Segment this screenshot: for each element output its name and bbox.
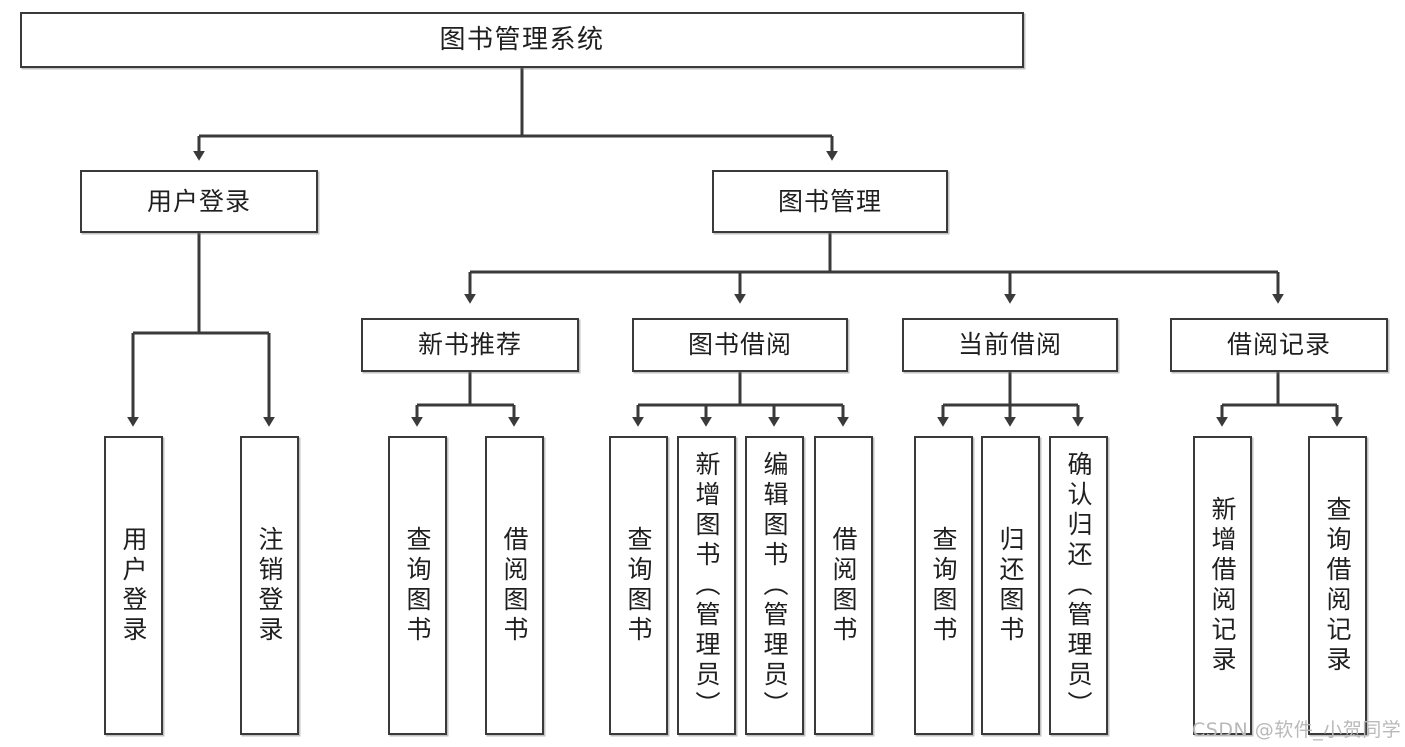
node-label: 新增图书（管理员） — [692, 450, 721, 721]
node-book-management[interactable]: 图书管理 — [712, 170, 948, 233]
node-label: 注销登录 — [255, 525, 284, 646]
node-label: 查询图书 — [929, 525, 958, 646]
node-new-book-recommend[interactable]: 新书推荐 — [361, 318, 579, 372]
node-user-login[interactable]: 用户登录 — [80, 170, 318, 233]
node-leaf-borrow-book-2[interactable]: 借阅图书 — [814, 436, 873, 735]
node-label: 借阅图书 — [500, 525, 529, 646]
node-current-borrow[interactable]: 当前借阅 — [902, 318, 1118, 372]
node-leaf-query-book-1[interactable]: 查询图书 — [388, 436, 447, 735]
node-label: 新增借阅记录 — [1208, 495, 1237, 676]
node-leaf-confirm-return[interactable]: 确认归还（管理员） — [1049, 436, 1108, 735]
node-label: 新书推荐 — [417, 330, 522, 360]
node-label: 图书借阅 — [687, 330, 792, 360]
node-label: 用户登录 — [146, 186, 251, 216]
node-leaf-add-book[interactable]: 新增图书（管理员） — [677, 436, 736, 735]
node-label: 查询图书 — [403, 525, 432, 646]
node-label: 编辑图书（管理员） — [760, 450, 789, 721]
node-label: 查询图书 — [624, 525, 653, 646]
node-leaf-borrow-book-1[interactable]: 借阅图书 — [485, 436, 544, 735]
node-label: 图书管理系统 — [439, 24, 605, 55]
node-leaf-user-logout[interactable]: 注销登录 — [240, 436, 299, 735]
node-leaf-edit-book[interactable]: 编辑图书（管理员） — [745, 436, 804, 735]
node-leaf-return-book[interactable]: 归还图书 — [981, 436, 1040, 735]
node-label: 查询借阅记录 — [1323, 495, 1352, 676]
node-label: 确认归还（管理员） — [1064, 450, 1093, 721]
node-leaf-user-login[interactable]: 用户登录 — [104, 436, 163, 735]
node-label: 借阅记录 — [1226, 330, 1331, 360]
node-borrow-record[interactable]: 借阅记录 — [1170, 318, 1388, 372]
node-label: 图书管理 — [777, 186, 882, 216]
node-root-system[interactable]: 图书管理系统 — [20, 12, 1024, 68]
node-label: 归还图书 — [996, 525, 1025, 646]
node-leaf-query-book-3[interactable]: 查询图书 — [914, 436, 973, 735]
csdn-watermark: CSDN @软件_小贺同学 — [1192, 719, 1402, 741]
node-label: 当前借阅 — [957, 330, 1062, 360]
node-label: 用户登录 — [119, 525, 148, 646]
node-label: 借阅图书 — [829, 525, 858, 646]
node-book-borrow[interactable]: 图书借阅 — [632, 318, 848, 372]
node-leaf-query-book-2[interactable]: 查询图书 — [609, 436, 668, 735]
node-leaf-query-record[interactable]: 查询借阅记录 — [1308, 436, 1367, 735]
node-leaf-add-record[interactable]: 新增借阅记录 — [1193, 436, 1252, 735]
